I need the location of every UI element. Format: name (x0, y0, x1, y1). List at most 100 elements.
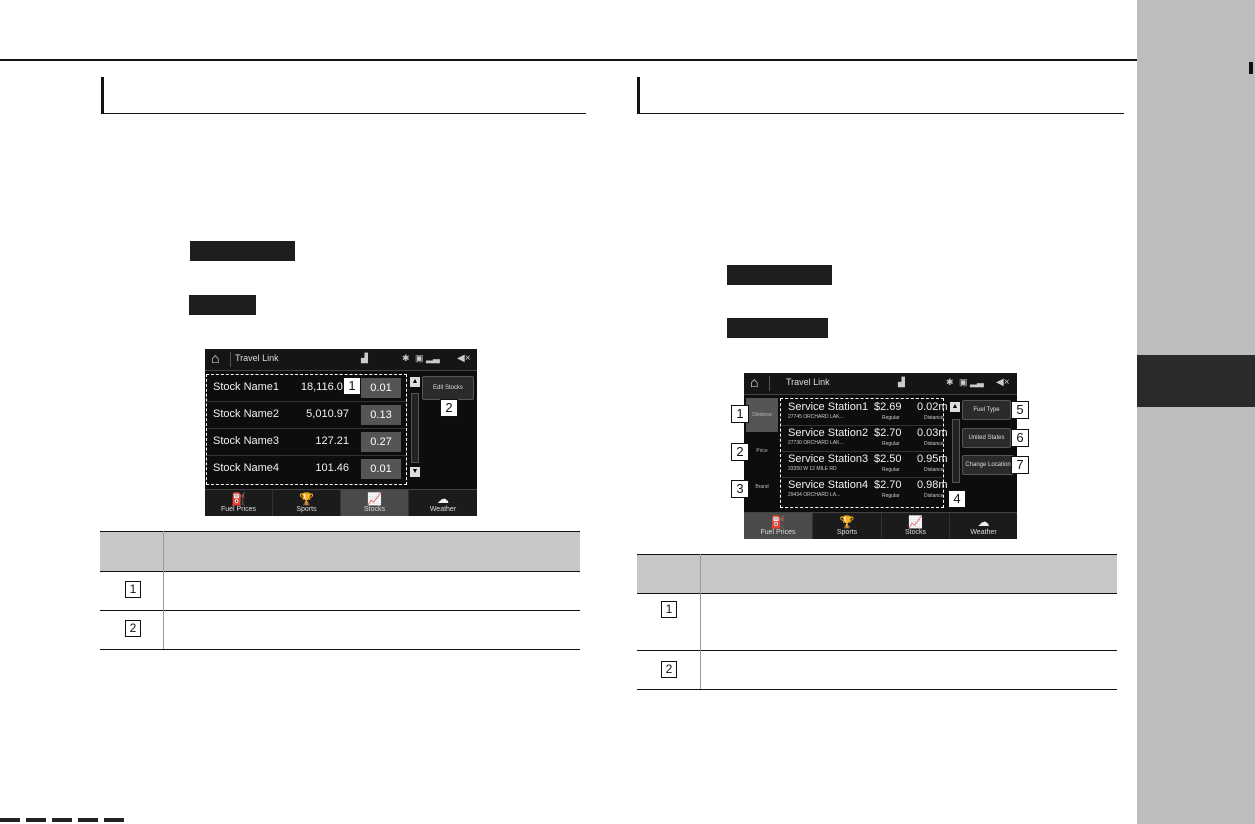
mute-icon[interactable]: ◀× (996, 377, 1010, 388)
table-rule (637, 593, 1117, 594)
station-distance: 0.95m (917, 453, 948, 465)
stock-value: 101.46 (315, 462, 349, 474)
home-icon[interactable]: ⌂ (750, 374, 759, 390)
stock-value: 18,116.04 (300, 381, 349, 393)
label-button-3 (727, 265, 832, 285)
price-label: Regular (882, 441, 900, 447)
divider (230, 352, 231, 367)
table-rule (637, 650, 1117, 651)
tab-label: Fuel Prices (760, 529, 796, 536)
edit-stocks-button[interactable]: Edit Stocks (422, 376, 474, 400)
bluetooth-icon: ✱ (402, 353, 410, 363)
scroll-down-icon[interactable]: ▼ (410, 467, 420, 477)
stock-row[interactable]: Stock Name2 5,010.97 0.13 (207, 402, 407, 429)
lte-icon: ▟ (898, 377, 905, 387)
station-address: 27745 ORCHARD LAK... (788, 414, 844, 420)
table-header (637, 554, 1117, 593)
stock-row[interactable]: Stock Name4 101.46 0.01 (207, 456, 407, 482)
distance-label: Distance (924, 441, 944, 447)
stock-row[interactable]: Stock Name1 18,116.04 0.01 (207, 375, 407, 402)
tab-stocks[interactable]: 📈Stocks (341, 490, 409, 516)
station-address: 29434 ORCHARD LA... (788, 492, 841, 498)
fuel-pump-icon: ⛽ (231, 492, 246, 506)
stock-name: Stock Name2 (213, 408, 280, 420)
station-row[interactable]: Service Station2 27730 ORCHARD LAK... $2… (782, 426, 948, 452)
table-row-number: 1 (125, 581, 141, 598)
trophy-icon: 🏆 (299, 492, 314, 506)
label-button-2 (189, 295, 256, 315)
station-price: $2.69 (874, 401, 902, 413)
stock-name: Stock Name3 (213, 435, 280, 447)
mute-icon[interactable]: ◀× (457, 353, 471, 364)
lock-icon: ▣ (959, 377, 968, 387)
tab-label: Sports (296, 506, 317, 513)
station-distance: 0.98m (917, 479, 948, 491)
table-rule (100, 649, 580, 650)
tab-weather[interactable]: ☁Weather (950, 513, 1017, 539)
stock-name: Stock Name1 (213, 381, 280, 393)
stock-value: 127.21 (315, 435, 349, 447)
stock-name: Stock Name4 (213, 462, 280, 474)
table-rule (637, 554, 1117, 555)
lock-icon: ▣ (415, 353, 424, 363)
tab-sports[interactable]: 🏆Sports (813, 513, 882, 539)
station-name: Service Station3 (788, 453, 869, 465)
tab-fuel-prices[interactable]: ⛽Fuel Prices (205, 490, 273, 516)
callout-3: 3 (731, 480, 749, 498)
sort-brand-button[interactable]: Brand (755, 484, 769, 490)
callout-7: 7 (1011, 456, 1029, 474)
chart-icon: 📈 (908, 515, 923, 529)
chapter-tab-marker (1137, 355, 1255, 407)
table-rule (100, 571, 580, 572)
label-button-1 (190, 241, 295, 261)
sort-price-button[interactable]: Price (756, 448, 768, 454)
tab-weather[interactable]: ☁Weather (409, 490, 477, 516)
bluetooth-icon: ✱ (946, 377, 954, 387)
station-row[interactable]: Service Station4 29434 ORCHARD LA... $2.… (782, 478, 948, 503)
united-states-button[interactable]: United States (962, 428, 1011, 448)
stock-change: 0.01 (361, 378, 401, 398)
chapter-sidebar (1137, 0, 1255, 824)
table-rule (637, 689, 1117, 690)
tab-label: Fuel Prices (220, 506, 256, 513)
scroll-up-icon[interactable]: ▲ (410, 377, 420, 387)
station-distance: 0.03m (917, 427, 948, 439)
scroll-up-icon[interactable]: ▲ (950, 402, 960, 412)
tab-sports[interactable]: 🏆Sports (273, 490, 341, 516)
distance-label: Distance (924, 467, 944, 473)
stock-row[interactable]: Stock Name3 127.21 0.27 (207, 429, 407, 456)
station-price: $2.50 (874, 453, 902, 465)
table-header (100, 531, 580, 571)
status-bar: ⌂ Travel Link ▟ ✱ ▣ ▂▃ ◀× (205, 349, 477, 371)
price-label: Regular (882, 493, 900, 499)
sort-distance-button[interactable]: Distance (746, 398, 778, 432)
footer-mark (0, 818, 130, 822)
scrollbar[interactable] (411, 393, 419, 463)
home-icon[interactable]: ⌂ (211, 350, 220, 366)
scrollbar[interactable] (952, 419, 960, 483)
chart-icon: 📈 (367, 492, 382, 506)
table-row-number: 1 (661, 601, 677, 618)
station-row[interactable]: Service Station1 27745 ORCHARD LAK... $2… (782, 400, 948, 426)
callout-2: 2 (731, 443, 749, 461)
tab-fuel-prices[interactable]: ⛽Fuel Prices (744, 513, 813, 539)
distance-label: Distance (924, 415, 944, 421)
station-name: Service Station4 (788, 479, 869, 491)
price-label: Regular (882, 467, 900, 473)
stock-change: 0.13 (361, 405, 401, 425)
section-header-stocks (101, 77, 586, 114)
fuel-type-button[interactable]: Fuel Type (962, 400, 1011, 420)
station-address: 27730 ORCHARD LAK... (788, 440, 844, 446)
station-list-highlight (780, 398, 944, 508)
app-title: Travel Link (786, 377, 830, 387)
station-row[interactable]: Service Station3 33350 W 12 MILE RD $2.5… (782, 452, 948, 478)
divider (769, 376, 770, 391)
station-price: $2.70 (874, 479, 902, 491)
tab-label: Stocks (904, 529, 926, 536)
change-location-button[interactable]: Change Location (962, 455, 1014, 475)
tab-bar: ⛽Fuel Prices 🏆Sports 📈Stocks ☁Weather (205, 489, 477, 516)
table-rule (100, 610, 580, 611)
station-list: Service Station1 27745 ORCHARD LAK... $2… (782, 399, 948, 507)
tab-stocks[interactable]: 📈Stocks (882, 513, 950, 539)
cloud-icon: ☁ (437, 492, 449, 506)
